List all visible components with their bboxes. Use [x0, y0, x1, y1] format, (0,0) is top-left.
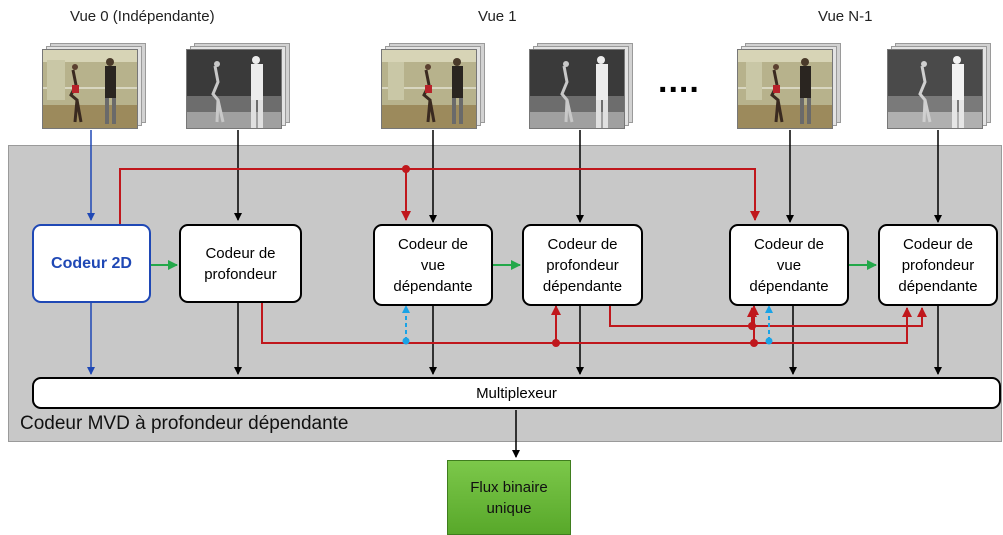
view-1-texture-image	[381, 43, 485, 135]
view-n-texture-image	[737, 43, 841, 135]
dependent-depth-coder-1-block: Codeur de profondeur dépendante	[522, 224, 643, 306]
view-0-title: Vue 0 (Indépendante)	[70, 8, 215, 25]
view-n-title: Vue N-1	[818, 8, 873, 25]
codeur-2d-block: Codeur 2D	[32, 224, 151, 303]
dependent-view-coder-n-block: Codeur de vue dépendante	[729, 224, 849, 306]
view-0-depth-image	[186, 43, 290, 135]
view-1-depth-image	[529, 43, 633, 135]
encoder-panel-caption: Codeur MVD à profondeur dépendante	[20, 413, 349, 434]
depth-coder-view0-block: Codeur de profondeur	[179, 224, 302, 303]
dependent-view-coder-1-block: Codeur de vue dépendante	[373, 224, 493, 306]
view-1-title: Vue 1	[478, 8, 517, 25]
unique-bitstream-output: Flux binaire unique	[447, 460, 571, 535]
view-0-texture-image	[42, 43, 146, 135]
ellipsis: ....	[658, 62, 700, 100]
dependent-depth-coder-n-block: Codeur de profondeur dépendante	[878, 224, 998, 306]
view-n-depth-image	[887, 43, 991, 135]
multiplexer-block: Multiplexeur	[32, 377, 1001, 409]
